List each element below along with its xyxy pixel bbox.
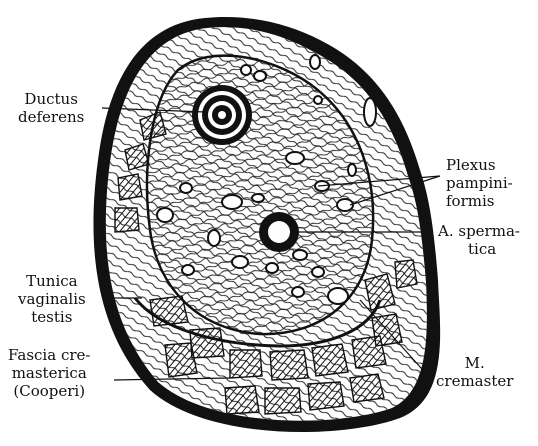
ductus-deferens	[192, 85, 252, 145]
label-line: cremaster	[436, 372, 513, 390]
label-line: tica	[438, 240, 520, 258]
label-ductus-deferens: Ductus deferens	[18, 90, 84, 126]
label-line: Tunica	[18, 272, 86, 290]
label-line: A. sperma-	[438, 222, 520, 240]
label-tunica-vaginalis-testis: Tunica vaginalis testis	[18, 272, 86, 326]
label-line: M.	[436, 354, 513, 372]
label-fascia-cremasterica: Fascia cre- masterica (Cooperi)	[8, 346, 90, 400]
label-a-spermatica: A. sperma- tica	[438, 222, 520, 258]
label-line: testis	[18, 308, 86, 326]
label-line: pampini-	[446, 174, 513, 192]
label-line: masterica	[8, 364, 90, 382]
label-line: (Cooperi)	[8, 382, 90, 400]
label-line: Ductus	[18, 90, 84, 108]
label-line: deferens	[18, 108, 84, 126]
label-plexus-pampiniformis: Plexus pampini- formis	[446, 156, 513, 210]
label-line: vaginalis	[18, 290, 86, 308]
label-line: Plexus	[446, 156, 513, 174]
label-line: Fascia cre-	[8, 346, 90, 364]
label-line: formis	[446, 192, 513, 210]
label-m-cremaster: M. cremaster	[436, 354, 513, 390]
